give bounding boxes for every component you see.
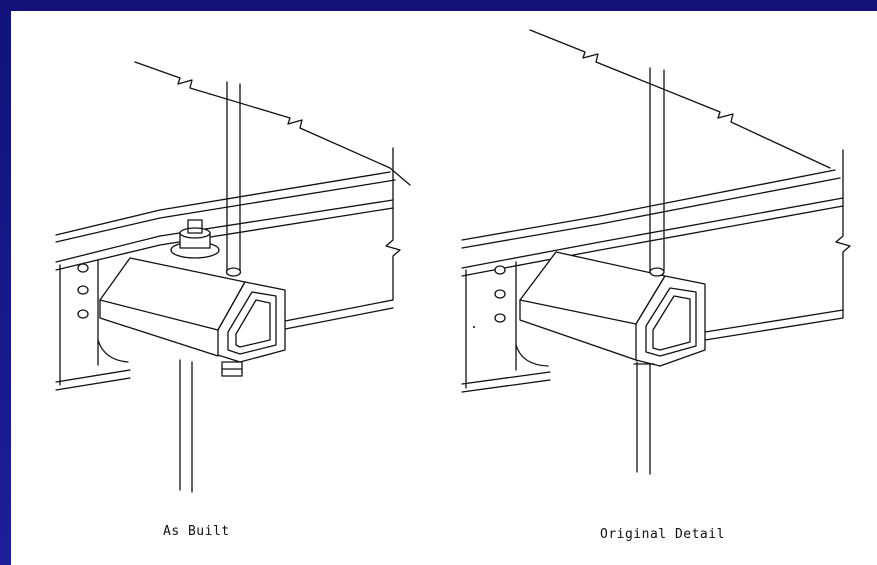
bolt-icon	[494, 313, 506, 323]
bolt-icon	[494, 289, 506, 299]
caption-original-detail: Original Detail	[600, 527, 725, 542]
bolt-icon	[77, 263, 89, 273]
as-built-detail	[55, 61, 411, 493]
original-detail	[461, 29, 851, 475]
caption-as-built: As Built	[163, 524, 230, 539]
bolt-icon	[77, 285, 89, 295]
bolt-icon	[494, 265, 506, 275]
bolt-icon	[77, 309, 89, 319]
